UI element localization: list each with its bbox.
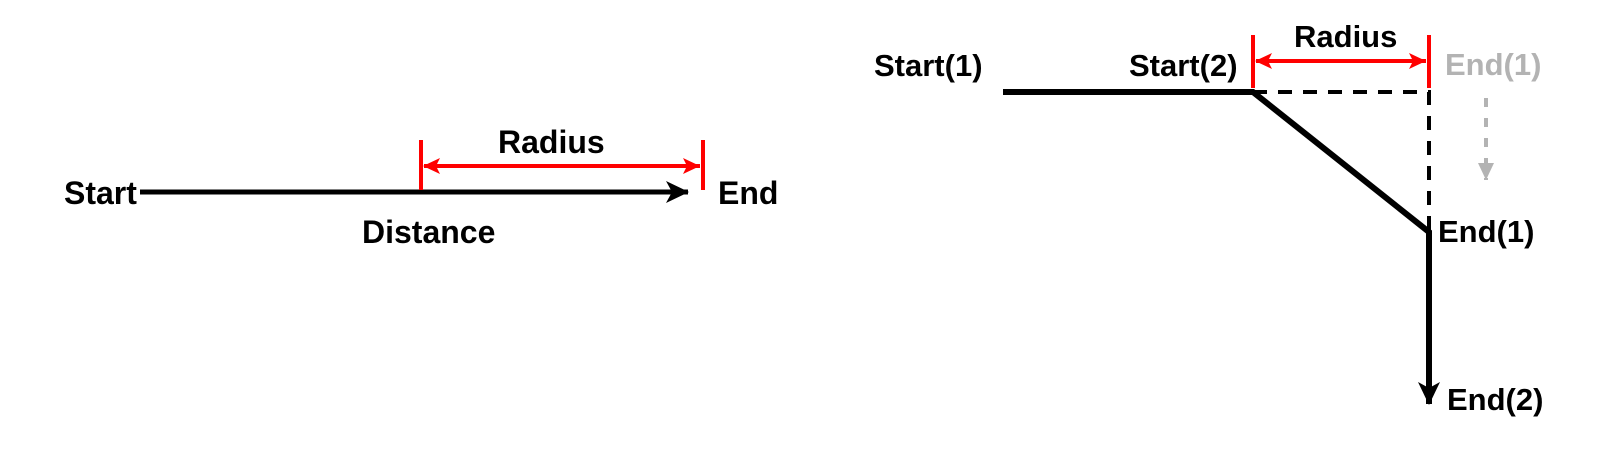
end-1-label: End(1) — [1438, 214, 1535, 249]
left-panel-graphics — [140, 140, 705, 203]
ghost-corner-dashed-path — [1253, 90, 1431, 232]
start-label: Start — [64, 175, 137, 211]
end-2-label: End(2) — [1447, 382, 1544, 417]
end-label: End — [718, 175, 779, 211]
start-1-label: Start(1) — [874, 48, 983, 83]
start-2-label: Start(2) — [1129, 48, 1238, 83]
radius-label-right-panel: Radius — [1294, 19, 1398, 54]
right-panel-graphics — [1003, 35, 1494, 405]
radius-label-left-panel: Radius — [498, 124, 605, 160]
end-1-ghost-label: End(1) — [1445, 47, 1542, 82]
distance-label: Distance — [362, 214, 496, 250]
routed-path-polyline — [1003, 89, 1440, 405]
